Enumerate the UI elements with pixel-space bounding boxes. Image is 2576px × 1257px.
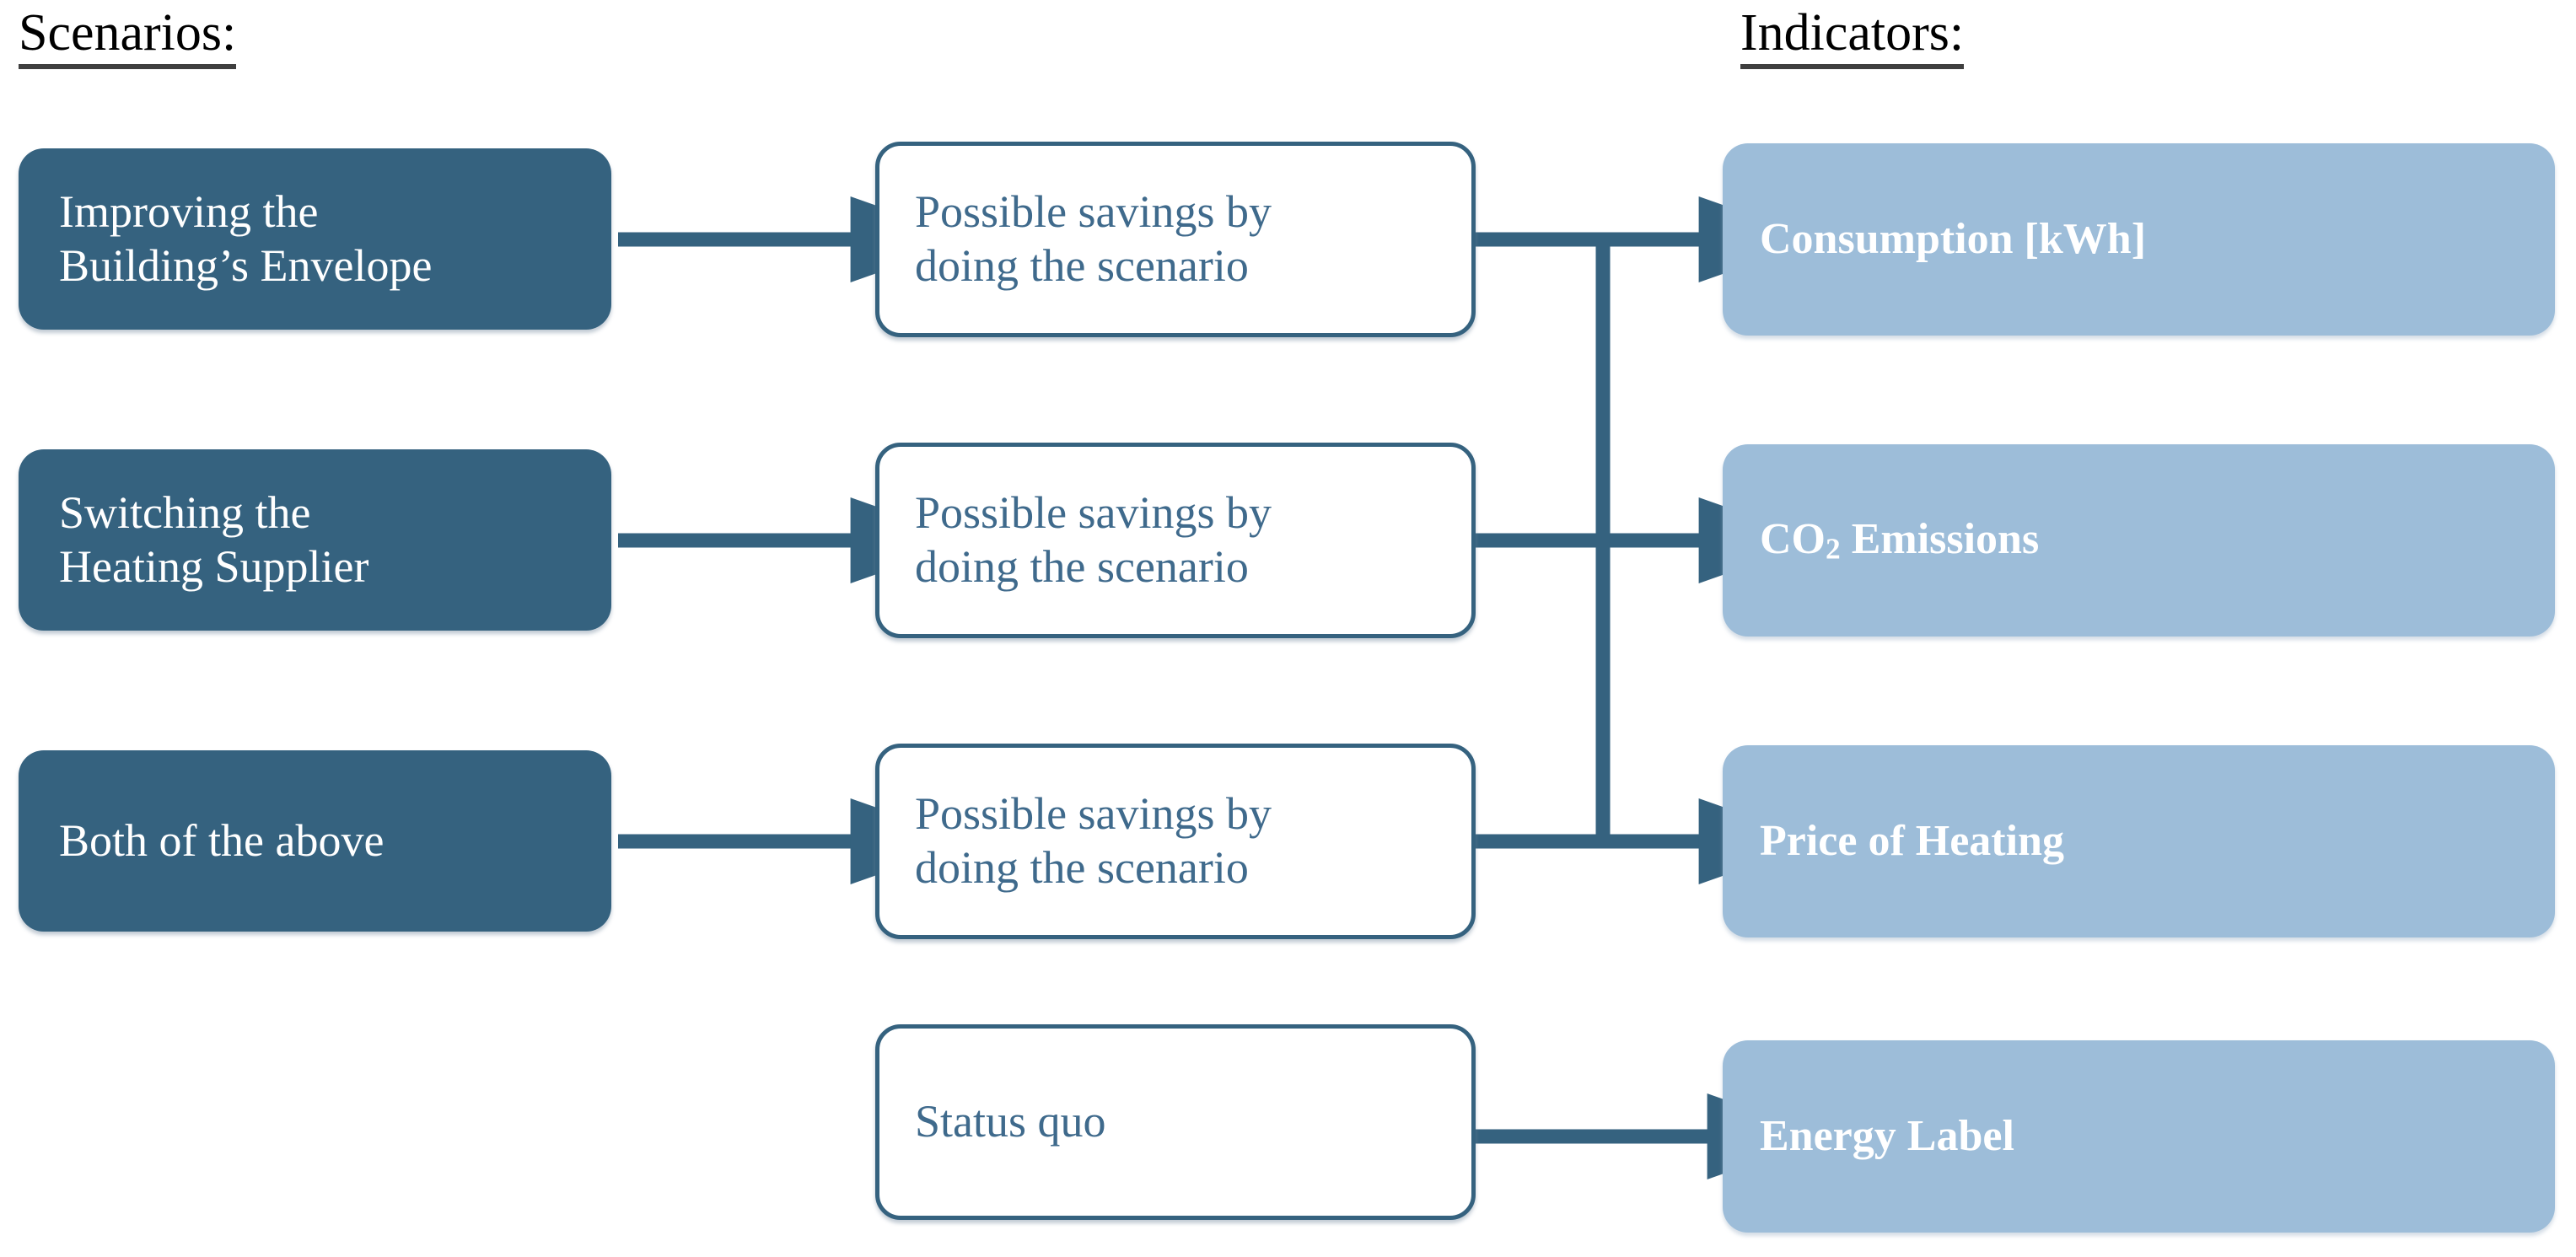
indicator-box-price-of-heating[interactable]: Price of Heating [1723, 745, 2555, 937]
status-quo-label: Status quo [915, 1096, 1106, 1147]
indicator-box-consumption[interactable]: Consumption [kWh] [1723, 143, 2555, 336]
column-header-indicators: Indicators: [1740, 7, 1965, 69]
indicator-box-co2-emissions[interactable]: CO2 Emissions [1723, 444, 2555, 637]
scenario-label-switching-supplier: Switching the Heating Supplier [59, 486, 369, 592]
scenario-box-improving-envelope[interactable]: Improving the Building’s Envelope [19, 148, 611, 330]
savings-label-3: Possible savings by doing the scenario [915, 788, 1272, 893]
indicator-box-energy-label[interactable]: Energy Label [1723, 1040, 2555, 1233]
co2-tail: Emissions [1840, 515, 2040, 564]
indicator-label-co2-emissions: CO2 Emissions [1723, 513, 2056, 567]
indicator-label-price-of-heating: Price of Heating [1760, 817, 2064, 866]
scenario-label-both-of-the-above: Both of the above [59, 814, 385, 866]
savings-box-1[interactable]: Possible savings by doing the scenario [875, 142, 1476, 337]
savings-box-3[interactable]: Possible savings by doing the scenario [875, 744, 1476, 939]
status-quo-box[interactable]: Status quo [875, 1024, 1476, 1220]
co2-subscript: 2 [1826, 531, 1841, 566]
savings-label-2: Possible savings by doing the scenario [915, 487, 1272, 592]
scenario-label-improving-envelope: Improving the Building’s Envelope [59, 185, 433, 291]
scenario-box-switching-supplier[interactable]: Switching the Heating Supplier [19, 449, 611, 631]
savings-label-1: Possible savings by doing the scenario [915, 186, 1272, 291]
scenario-box-both-of-the-above[interactable]: Both of the above [19, 750, 611, 932]
column-header-scenarios: Scenarios: [19, 7, 237, 69]
savings-box-2[interactable]: Possible savings by doing the scenario [875, 443, 1476, 638]
indicator-label-energy-label: Energy Label [1760, 1112, 2014, 1161]
indicator-label-consumption: Consumption [kWh] [1760, 215, 2147, 264]
co2-main: CO [1760, 515, 1826, 564]
